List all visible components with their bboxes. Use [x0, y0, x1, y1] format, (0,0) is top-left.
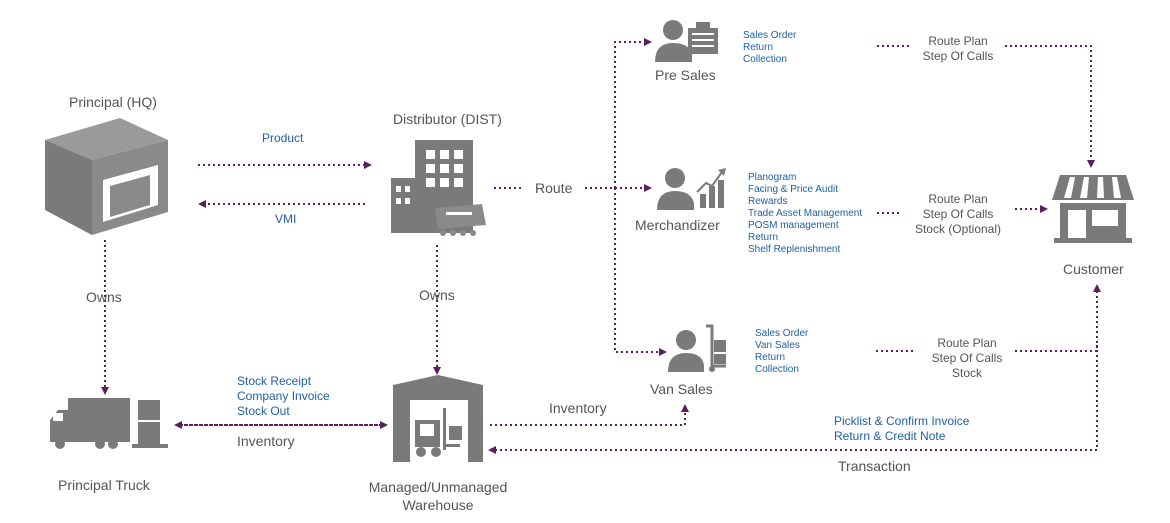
salesperson-chart-icon	[657, 168, 726, 210]
list-item: Stock Out	[237, 404, 290, 418]
connectors	[101, 38, 1101, 454]
truck-icon	[50, 398, 168, 449]
list-item: Stock Receipt	[237, 374, 312, 388]
merchandizer-tasks: Planogram Facing & Price Audit Rewards T…	[748, 172, 862, 256]
van-sales-route: Route Plan Step Of Calls Stock	[917, 336, 1017, 381]
forklift-warehouse-icon	[393, 375, 483, 462]
van-sales-tasks: Sales Order Van Sales Return Collection	[755, 328, 808, 376]
edge-inventory-truck-label: Inventory	[237, 433, 295, 449]
edge-transaction-label: Transaction	[838, 458, 911, 474]
salesperson-handtruck-icon	[668, 324, 726, 372]
list-item: Van Sales	[755, 340, 800, 351]
list-item: Planogram	[748, 172, 797, 183]
office-building-icon	[391, 140, 486, 236]
arrow-inventory-van	[490, 404, 689, 426]
pre-sales-tasks: Sales Order Return Collection	[743, 30, 796, 66]
warehouse-label: Managed/Unmanaged Warehouse	[363, 478, 513, 514]
merchandizer-route: Route Plan Step Of Calls Stock (Optional…	[908, 192, 1008, 237]
list-item: POSM management	[748, 220, 839, 231]
list-item: Rewards	[748, 196, 788, 207]
list-item: Collection	[743, 54, 787, 65]
list-item: Step Of Calls	[931, 351, 1003, 365]
warehouse-label-line2: Warehouse	[402, 497, 474, 513]
list-item: Step Of Calls	[922, 49, 994, 63]
storefront-icon	[1052, 175, 1134, 243]
list-item: Company Invoice	[237, 389, 330, 403]
list-item: Shelf Replenishment	[748, 244, 841, 255]
edge-inventory-van-label: Inventory	[549, 400, 607, 416]
list-item: Collection	[755, 364, 799, 375]
customer-docs: Picklist & Confirm Invoice Return & Cred…	[834, 414, 969, 444]
list-item: Stock	[951, 366, 982, 380]
list-item: Trade Asset Management	[748, 208, 863, 219]
list-item: Step Of Calls	[922, 207, 994, 221]
list-item: Return & Credit Note	[834, 429, 946, 443]
salesperson-register-icon	[655, 20, 718, 62]
arrow-van-customer	[1015, 284, 1101, 352]
list-item: Return	[755, 352, 786, 363]
distributor-label: Distributor (DIST)	[393, 111, 502, 127]
pre-sales-route: Route Plan Step Of Calls	[908, 34, 1008, 64]
edge-product-label: Product	[262, 131, 304, 145]
list-item: Sales Order	[743, 30, 797, 41]
edge-owns-principal-label: Owns	[86, 289, 122, 305]
list-item: Facing & Price Audit	[748, 184, 839, 195]
edge-route-label: Route	[535, 180, 573, 196]
list-item: Return	[748, 232, 779, 243]
arrow-route-van	[614, 188, 667, 356]
customer-label: Customer	[1063, 261, 1124, 277]
merchandizer-label: Merchandizer	[635, 217, 720, 233]
list-item: Return	[743, 42, 774, 53]
edge-vmi-label: VMI	[275, 212, 297, 226]
arrow-transaction	[488, 345, 1098, 454]
principal-label: Principal (HQ)	[69, 94, 157, 110]
list-item: Route Plan	[937, 336, 997, 350]
list-item: Route Plan	[928, 34, 988, 48]
van-sales-label: Van Sales	[650, 381, 713, 397]
list-item: Sales Order	[755, 328, 809, 339]
truck-docs: Stock Receipt Company Invoice Stock Out	[237, 374, 330, 419]
edge-owns-distributor-label: Owns	[419, 287, 455, 303]
arrow-pre-customer-b	[1005, 45, 1095, 168]
warehouse-building-icon	[45, 118, 168, 235]
pre-sales-label: Pre Sales	[655, 67, 716, 83]
warehouse-label-line1: Managed/Unmanaged	[368, 479, 508, 495]
list-item: Stock (Optional)	[914, 222, 1002, 236]
arrow-route-pre	[614, 38, 652, 188]
list-item: Picklist & Confirm Invoice	[834, 414, 970, 428]
principal-truck-label: Principal Truck	[58, 477, 150, 493]
list-item: Route Plan	[928, 192, 988, 206]
